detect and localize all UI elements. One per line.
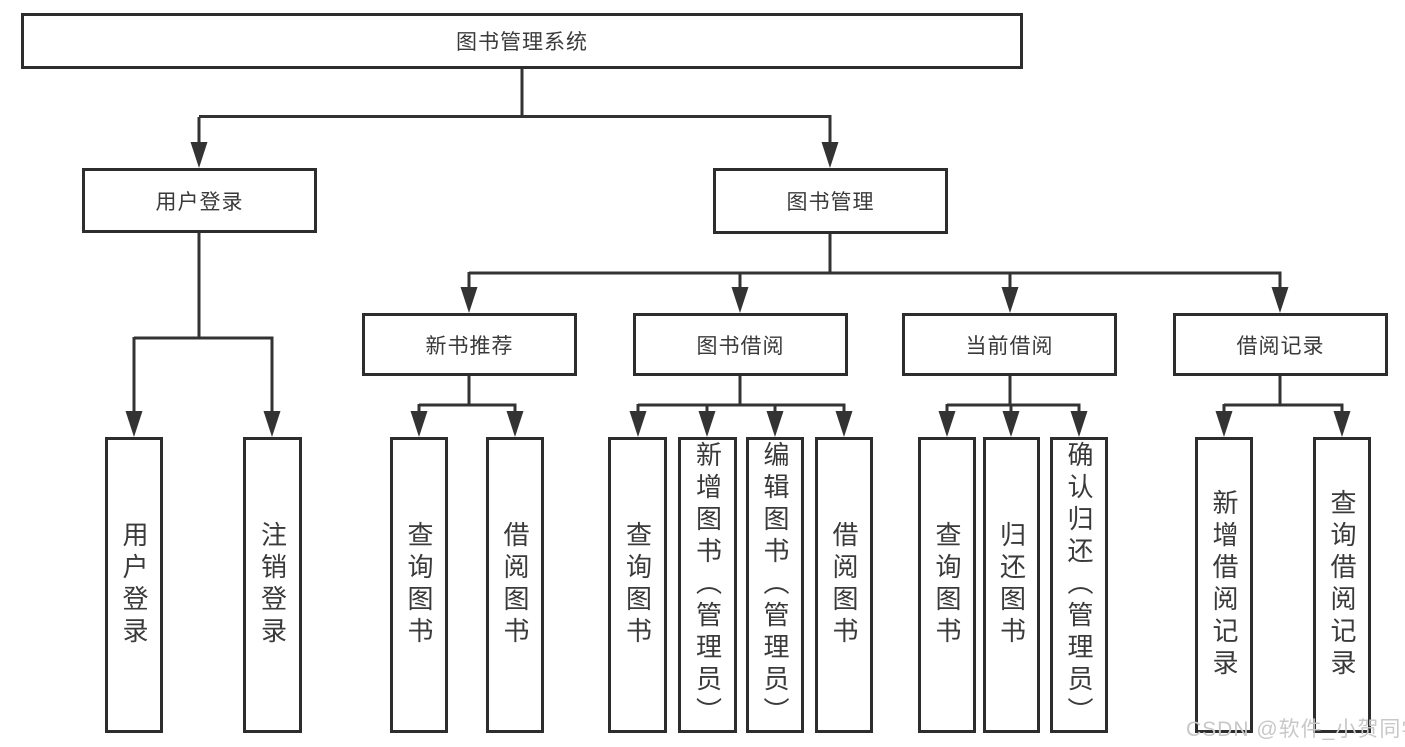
node-current-borrowing: 当前借阅 xyxy=(902,313,1117,376)
leaf-label: 查询图书 xyxy=(404,521,434,649)
leaf-label: 用户登录 xyxy=(119,521,149,649)
leaf-label: 归还图书 xyxy=(996,521,1027,649)
leaf-query-borrow-record: 查询借阅记录 xyxy=(1313,437,1371,733)
node-user-login: 用户登录 xyxy=(82,168,317,233)
leaf-label: 查询借阅记录 xyxy=(1327,489,1357,681)
leaf-logout: 注销登录 xyxy=(243,437,302,733)
leaf-label: 查询图书 xyxy=(932,521,962,649)
watermark-text: CSDN @软件_小贺同学 xyxy=(1186,718,1405,741)
leaf-label: 借阅图书 xyxy=(500,521,530,649)
leaf-add-books-admin: 新增图书（管理员） xyxy=(678,437,737,733)
node-new-book-recommend: 新书推荐 xyxy=(362,313,577,376)
leaf-confirm-return-admin: 确认归还（管理员） xyxy=(1050,437,1108,733)
leaf-label: 新增借阅记录 xyxy=(1209,489,1239,681)
connector-paths xyxy=(132,67,1344,414)
arrowheads xyxy=(125,142,1351,437)
leaf-edit-books-admin: 编辑图书（管理员） xyxy=(746,437,804,733)
leaf-label: 确认归还（管理员） xyxy=(1064,441,1094,729)
node-borrowing-records: 借阅记录 xyxy=(1173,313,1388,376)
node-book-management: 图书管理 xyxy=(713,168,948,234)
leaf-label: 查询图书 xyxy=(622,521,653,649)
leaf-user-login: 用户登录 xyxy=(105,437,163,733)
leaf-query-books-3: 查询图书 xyxy=(918,437,976,733)
leaf-borrow-books-2: 借阅图书 xyxy=(815,437,873,733)
leaf-add-borrow-record: 新增借阅记录 xyxy=(1195,437,1253,733)
leaf-query-books-2: 查询图书 xyxy=(608,437,667,733)
leaf-return-books: 归还图书 xyxy=(983,437,1040,733)
leaf-label: 新增图书（管理员） xyxy=(692,441,723,729)
leaf-label: 注销登录 xyxy=(257,521,288,649)
leaf-borrow-books-1: 借阅图书 xyxy=(486,437,544,733)
leaf-query-books-1: 查询图书 xyxy=(390,437,448,733)
node-book-borrowing: 图书借阅 xyxy=(633,313,848,376)
leaf-label: 编辑图书（管理员） xyxy=(760,441,790,729)
node-root: 图书管理系统 xyxy=(21,13,1023,69)
leaf-label: 借阅图书 xyxy=(829,521,859,649)
